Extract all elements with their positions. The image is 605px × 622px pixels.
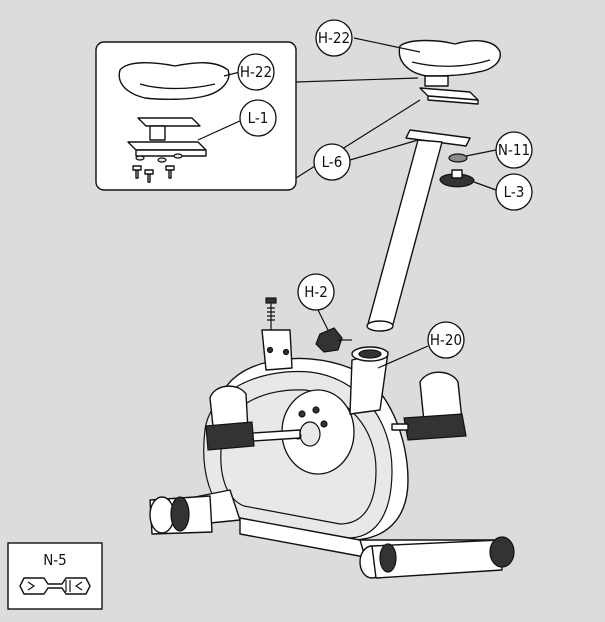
svg-text:H-2: H-2 [304,283,328,301]
bike-frame [179,297,506,561]
callout-l3: L-3 [473,173,533,211]
callout-l6: L-6 [313,139,419,181]
inset-bolts [132,153,183,183]
handlebar-post [261,329,293,371]
svg-text:H-22: H-22 [318,29,350,47]
svg-text:L-6: L-6 [322,153,343,171]
callout-h22-inset: H-22 [223,53,275,91]
tension-bolt [265,297,277,330]
inset-leader-top [295,77,419,83]
adjustment-knob [439,169,475,188]
inset-seat-bracket-top [137,117,201,127]
inset-saddle [118,62,230,101]
seat-post [366,129,471,332]
front-stabilizer [149,495,213,535]
washer [448,153,468,163]
callout-h20: H-20 [377,321,465,369]
seat-slider-bracket [419,87,479,105]
left-pedal [205,385,255,451]
svg-text:H-20: H-20 [430,331,462,349]
right-pedal [391,371,467,441]
callout-l1: L-1 [197,99,277,141]
callout-h22-top: H-22 [315,19,421,57]
svg-text:L-3: L-3 [504,183,525,201]
saddle [398,39,501,87]
tension-knob [315,327,352,353]
svg-text:N-11: N-11 [498,141,530,159]
svg-text:H-22: H-22 [240,63,272,81]
wrench-icon [19,577,91,595]
callout-h2: H-2 [297,273,335,331]
rear-stabilizer [359,536,515,579]
svg-text:L-1: L-1 [248,109,269,127]
tool-box-label: N-5 [43,551,67,569]
tool-box: N-5 [7,542,103,610]
callout-n11: N-11 [465,131,533,169]
